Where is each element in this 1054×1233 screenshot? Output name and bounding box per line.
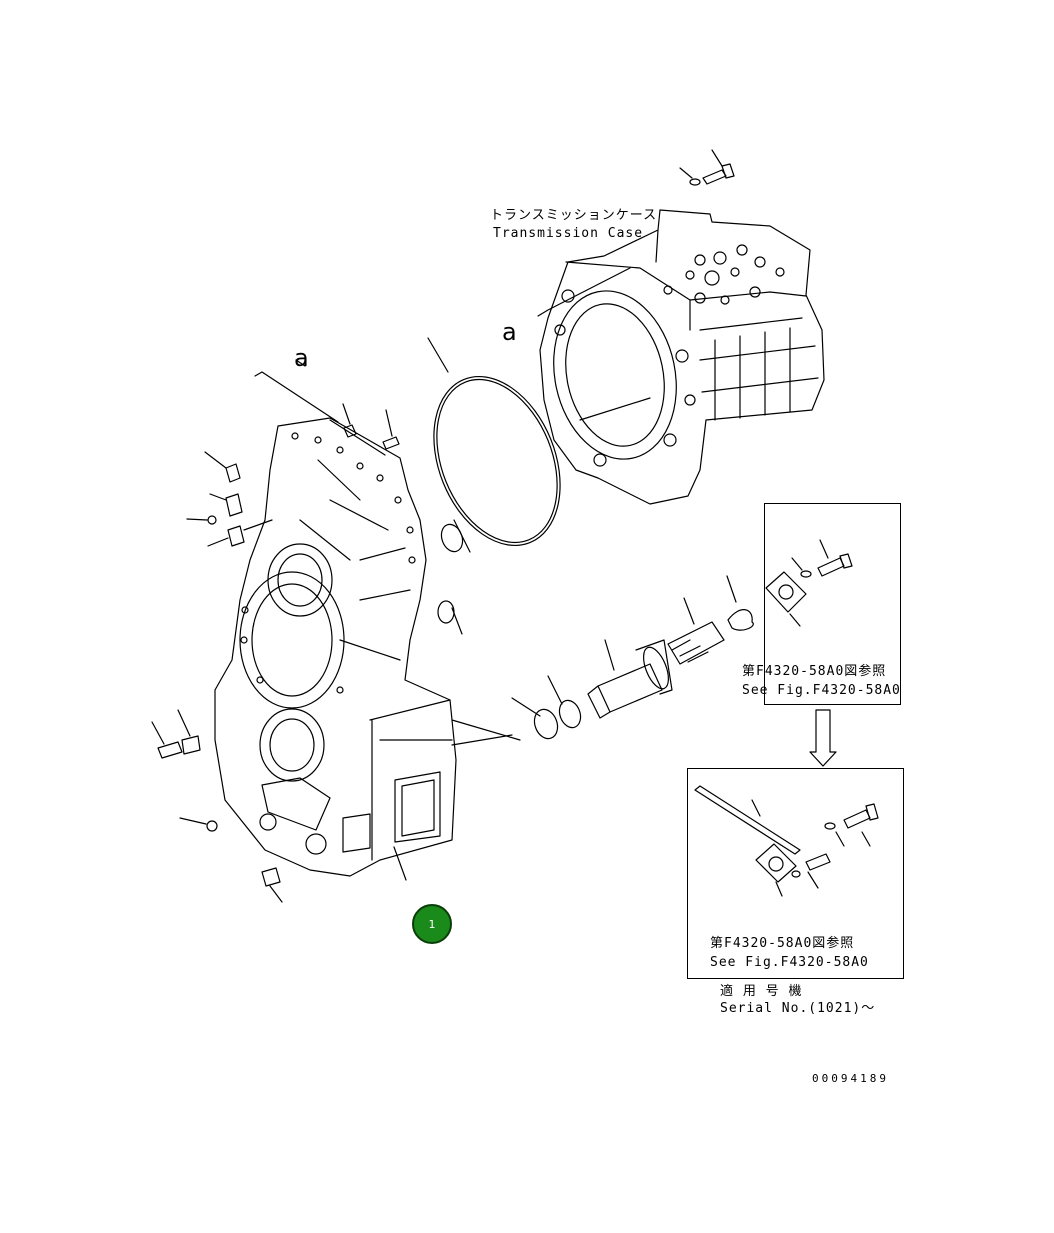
part-callout-badge[interactable]: 1 [412, 904, 452, 944]
inset-2-ref-en: See Fig.F4320-58A0 [710, 955, 869, 970]
transmission-case-label-en: Transmission Case [493, 226, 644, 241]
drawing-code: 00094189 [812, 1072, 889, 1085]
marker-a-top: a [502, 318, 517, 346]
dowel-pins [342, 403, 400, 450]
inset-1-ref-en: See Fig.F4320-58A0 [742, 683, 901, 698]
serial-label-jp: 適 用 号 機 [720, 984, 803, 999]
transmission-case [539, 209, 825, 505]
inset-2-ref-jp: 第F4320-58A0図参照 [710, 936, 855, 951]
marker-a-left: a [294, 344, 309, 372]
transmission-case-label-jp: トランスミッションケース [490, 208, 658, 223]
down-arrow-icon [809, 709, 837, 767]
inset-box-1 [764, 503, 901, 705]
marker-a-left-arrow [254, 359, 339, 423]
left-bolts [151, 709, 283, 903]
inset-2-parts [694, 785, 879, 897]
inset-box-2 [687, 768, 904, 979]
inset-1-ref-jp: 第F4320-58A0図参照 [742, 664, 887, 679]
marker-a-top-arrow [537, 267, 631, 317]
shaft-assembly [511, 575, 754, 740]
inset-1-parts [765, 539, 853, 627]
fittings [186, 451, 273, 547]
small-o-ring-2 [437, 600, 455, 624]
serial-label-en: Serial No.(1021)～ [720, 1001, 876, 1016]
main-housing [214, 417, 457, 877]
seal-ring [433, 375, 561, 547]
small-o-ring [440, 523, 464, 553]
case-bolt [679, 149, 735, 186]
